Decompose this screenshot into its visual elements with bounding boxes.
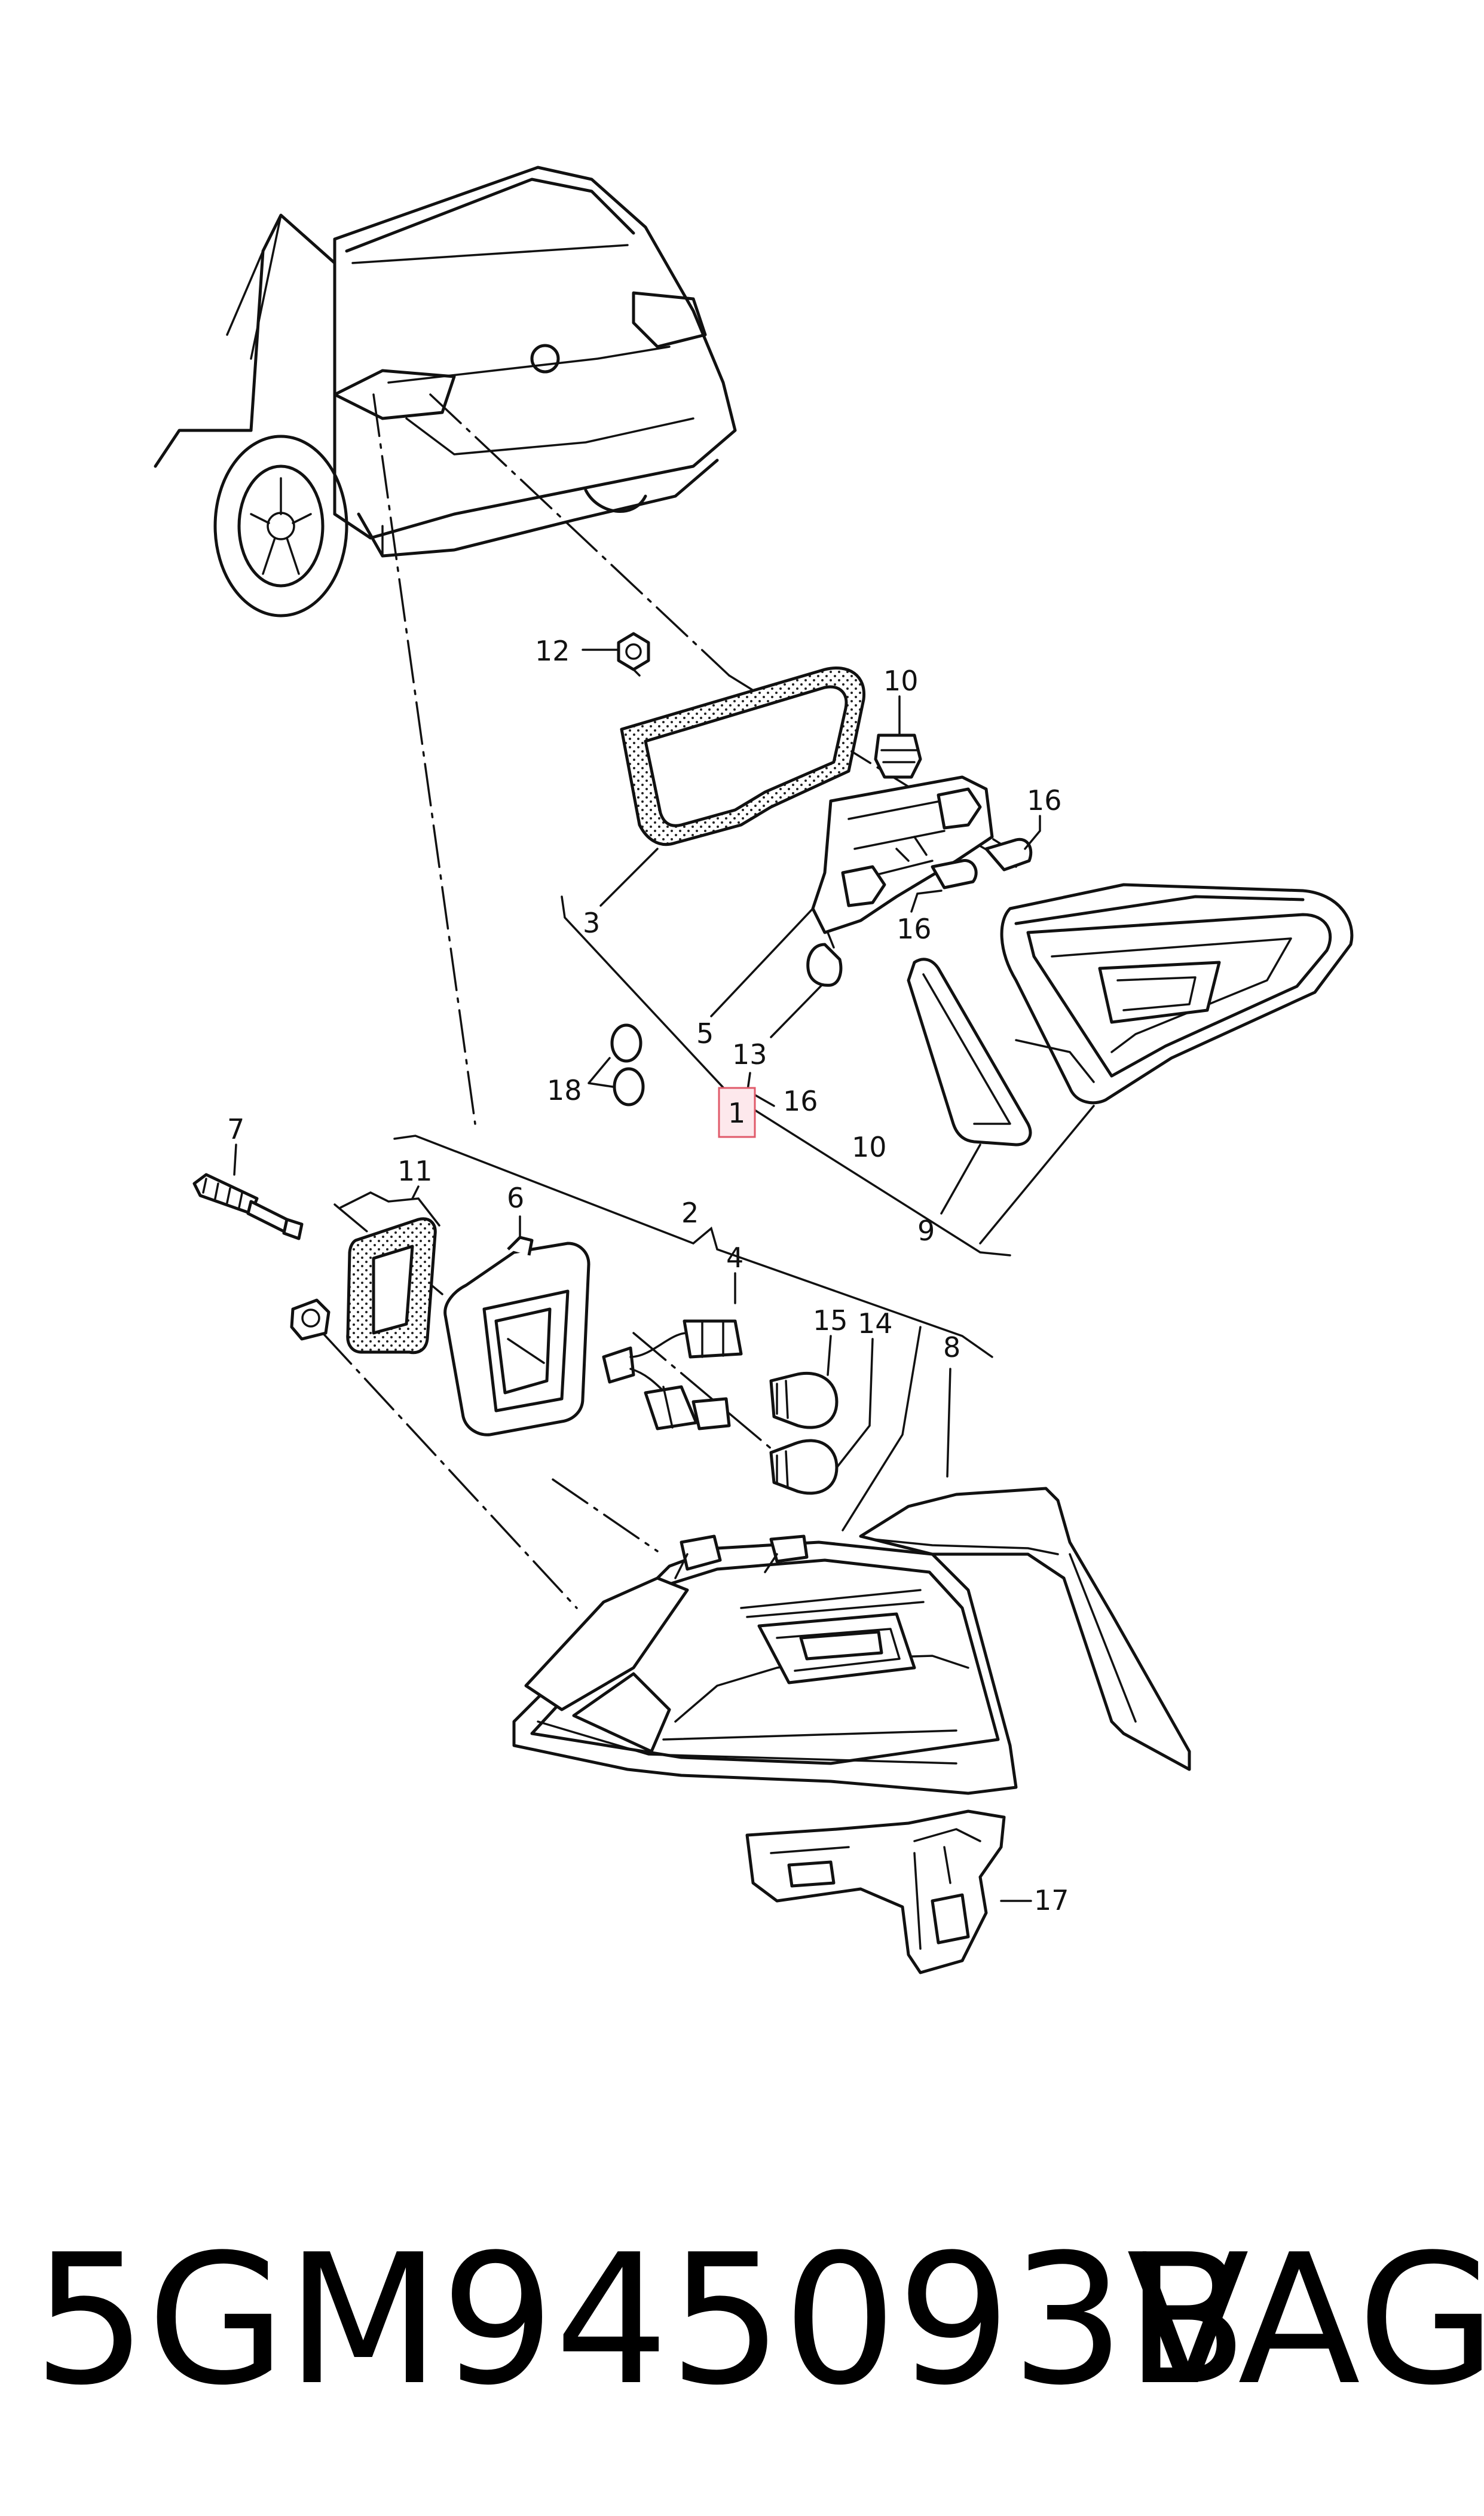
inner-lamp-group	[561, 632, 1354, 1257]
callout-14: 14	[858, 1307, 893, 1340]
seal-3	[599, 666, 866, 907]
part-number: 5GM945093B	[33, 2216, 1248, 2425]
callout-15: 15	[813, 1304, 848, 1337]
bulb-16-right	[984, 815, 1041, 872]
callout-18: 18	[547, 1074, 582, 1106]
callout-17: 17	[1034, 1884, 1069, 1916]
callout-8: 8	[943, 1331, 960, 1364]
bulb-13	[770, 931, 843, 1038]
callout-3: 3	[583, 907, 600, 939]
callout-12: 12	[535, 635, 570, 667]
callout-16-middle: 16	[896, 913, 932, 945]
callout-9: 9	[917, 1215, 935, 1247]
bulb-14	[769, 1338, 874, 1495]
callout-4: 4	[726, 1242, 743, 1274]
gasket-11	[339, 1185, 440, 1355]
caps-18	[588, 1023, 645, 1106]
nut-12	[582, 632, 650, 671]
wiring-harness-4	[602, 1272, 743, 1430]
trim-cover-8	[859, 1368, 1191, 1771]
callout-16-lower: 16	[783, 1085, 818, 1117]
car-rear-illustration	[154, 166, 737, 617]
brand-name: VAG	[1127, 2216, 1484, 2425]
outer-lamp-group	[192, 1135, 1191, 1974]
part-number-footer: 5GM945093B VAG	[33, 2216, 1484, 2425]
callout-16-right: 16	[1027, 784, 1062, 817]
bulb-16-middle	[910, 859, 978, 913]
callout-6: 6	[507, 1182, 524, 1214]
clip-nut	[290, 1298, 331, 1341]
part-1-highlight-box	[718, 1087, 756, 1138]
callout-2: 2	[681, 1197, 699, 1229]
bulb-carrier-5	[710, 775, 994, 1017]
callout-5: 5	[696, 1017, 714, 1050]
callout-10-lower: 10	[852, 1131, 887, 1163]
callout-13: 13	[732, 1038, 767, 1071]
callout-11: 11	[397, 1155, 433, 1187]
bulb-holder-housing-6	[443, 1215, 590, 1436]
bracket-17	[745, 1809, 1032, 1974]
bulb-15	[769, 1335, 839, 1429]
callout-10-top: 10	[883, 665, 919, 697]
trim-strip-9	[907, 958, 1032, 1215]
screw-7	[192, 1144, 304, 1240]
callout-7: 7	[227, 1113, 244, 1145]
callout-1: 1	[728, 1097, 745, 1129]
callout-labels: 12 10 16 16 3 5 13 18 1 16 10 9 7 11 6 2…	[227, 635, 1069, 1916]
outer-lamp-2	[512, 1534, 1018, 1795]
inner-lamp-1	[979, 883, 1354, 1245]
bulb-holder-10-top	[874, 695, 922, 779]
